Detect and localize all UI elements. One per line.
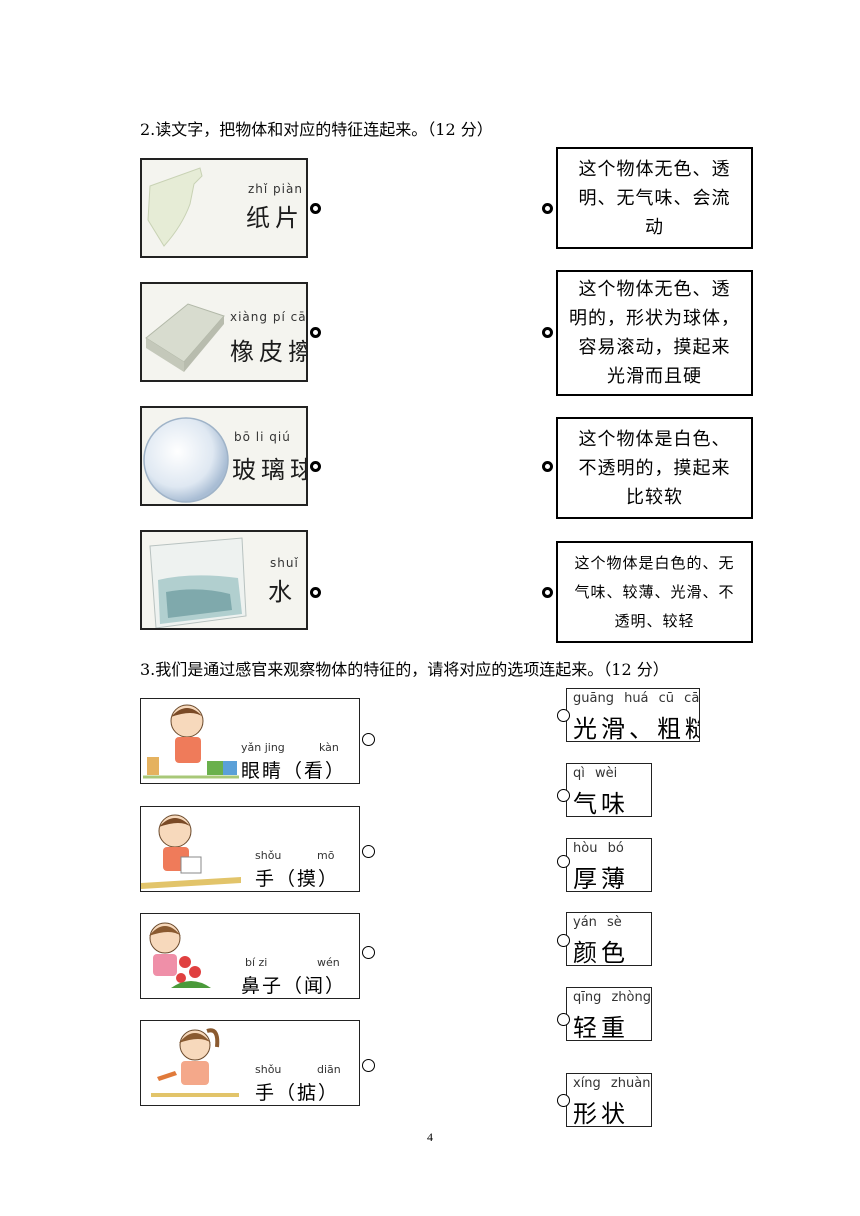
connect-dot-feature-2[interactable] [542, 327, 553, 338]
feature-line: 比较软 [626, 486, 683, 508]
connect-dot-option-2[interactable] [557, 789, 570, 802]
sense-card-hand-weigh: shǒu diān 手（掂） [140, 1020, 360, 1106]
option-card-thickness: hòu bó 厚薄 [566, 838, 652, 892]
sense-card-nose: bí zi wén 鼻子（闻） [140, 913, 360, 999]
object-card-glass-ball: bō li qiú 玻璃球 [140, 406, 308, 506]
object-name: 玻璃球 [232, 456, 306, 484]
water-bag-illustration [149, 537, 247, 628]
boy-looking-illustration [143, 704, 239, 779]
feature-line: 这个物体是白色、 [578, 428, 731, 450]
option-card-shape: xíng zhuàng 形状 [566, 1073, 652, 1127]
option-card-color: yán sè 颜色 [566, 912, 652, 966]
object-card-water: shuǐ 水 [140, 530, 308, 630]
pinyin-label: bō li qiú [234, 430, 291, 444]
connect-dot-option-3[interactable] [557, 855, 570, 868]
page-number: 4 [427, 1130, 433, 1144]
girl-smelling-illustration [149, 922, 211, 988]
connect-dot-feature-4[interactable] [542, 587, 553, 598]
feature-line: 这个物体无色、透 [578, 279, 731, 300]
object-card-eraser: xiàng pí cā 橡皮擦 [140, 282, 308, 382]
feature-line: 光滑而且硬 [607, 366, 702, 387]
connect-dot-object-4[interactable] [310, 587, 321, 598]
connect-dot-feature-1[interactable] [542, 203, 553, 214]
option-name: 光滑、粗糙 [573, 715, 700, 742]
connect-dot-sense-2[interactable] [362, 845, 375, 858]
connect-dot-sense-4[interactable] [362, 1059, 375, 1072]
connect-dot-object-1[interactable] [310, 203, 321, 214]
eraser-illustration [145, 303, 225, 372]
connect-dot-option-1[interactable] [557, 709, 570, 722]
feature-line: 这个物体是白色的、无 [574, 553, 735, 572]
feature-line: 不透明的，摸起来 [578, 457, 731, 479]
option-name: 形状 [573, 1100, 629, 1127]
object-name: 橡皮擦 [230, 338, 306, 366]
connect-dot-option-4[interactable] [557, 934, 570, 947]
paper-sheet-illustration [147, 167, 203, 247]
connect-dot-sense-3[interactable] [362, 946, 375, 959]
feature-line: 气味、较薄、光滑、不 [574, 582, 735, 601]
pinyin-label: yǎn jing [241, 741, 285, 754]
feature-box-3: 这个物体是白色、 不透明的，摸起来 比较软 [556, 417, 753, 519]
feature-line: 动 [645, 216, 664, 238]
connect-dot-object-2[interactable] [310, 327, 321, 338]
pinyin-label: guāng huá cū cāo [573, 691, 700, 706]
feature-line: 明的，形状为球体， [569, 308, 740, 329]
feature-box-1: 这个物体无色、透 明、无气味、会流 动 [556, 147, 753, 249]
pinyin-label: mō [317, 849, 335, 862]
pinyin-label: xiàng pí cā [230, 310, 307, 324]
section-2-heading: 2.读文字，把物体和对应的特征连起来。（12 分） [140, 120, 493, 139]
object-name: 水 [268, 578, 297, 606]
pinyin-label: zhǐ piàn [248, 182, 303, 196]
pinyin-label: bí zi [245, 956, 268, 969]
feature-box-4: 这个物体是白色的、无 气味、较薄、光滑、不 透明、较轻 [556, 541, 753, 643]
object-name: 纸片 [246, 204, 304, 232]
pinyin-label: hòu bó [573, 841, 624, 856]
feature-line: 容易滚动，摸起来 [578, 337, 731, 358]
option-card-smell: qì wèi 气味 [566, 763, 652, 817]
pinyin-label: qì wèi [573, 766, 618, 781]
glass-ball-illustration [143, 417, 229, 503]
connect-dot-option-5[interactable] [557, 1013, 570, 1026]
sense-name: 眼睛（看） [241, 760, 347, 782]
girl-weighing-illustration [151, 1028, 239, 1097]
pinyin-label: shǒu [255, 1063, 282, 1076]
sense-card-eyes: yǎn jing kàn 眼睛（看） [140, 698, 360, 784]
object-card-paper: zhǐ piàn 纸片 [140, 158, 308, 258]
option-name: 轻重 [573, 1014, 629, 1041]
connect-dot-sense-1[interactable] [362, 733, 375, 746]
connect-dot-feature-3[interactable] [542, 461, 553, 472]
pinyin-label: diān [317, 1063, 341, 1076]
feature-line: 透明、较轻 [614, 611, 695, 630]
option-name: 厚薄 [573, 865, 629, 892]
option-card-smooth-rough: guāng huá cū cāo 光滑、粗糙 [566, 688, 700, 742]
pinyin-label: kàn [319, 741, 339, 754]
pinyin-label: wén [317, 956, 340, 969]
pinyin-label: xíng zhuàng [573, 1076, 652, 1091]
boy-touching-illustration [141, 814, 241, 889]
option-card-weight: qīng zhòng 轻重 [566, 987, 652, 1041]
option-name: 气味 [573, 790, 629, 817]
pinyin-label: shǒu [255, 849, 282, 862]
feature-box-2: 这个物体无色、透 明的，形状为球体， 容易滚动，摸起来 光滑而且硬 [556, 270, 753, 396]
feature-line: 明、无气味、会流 [578, 187, 731, 209]
connect-dot-option-6[interactable] [557, 1094, 570, 1107]
pinyin-label: yán sè [573, 915, 622, 930]
sense-name: 手（掂） [255, 1082, 340, 1104]
pinyin-label: shuǐ [270, 556, 299, 570]
sense-card-hand-touch: shǒu mō 手（摸） [140, 806, 360, 892]
connect-dot-object-3[interactable] [310, 461, 321, 472]
sense-name: 手（摸） [255, 868, 340, 890]
section-3-heading: 3.我们是通过感官来观察物体的特征的，请将对应的选项连起来。（12 分） [140, 660, 669, 679]
feature-line: 这个物体无色、透 [578, 158, 731, 180]
pinyin-label: qīng zhòng [573, 990, 651, 1005]
sense-name: 鼻子（闻） [241, 975, 347, 997]
option-name: 颜色 [573, 939, 629, 966]
